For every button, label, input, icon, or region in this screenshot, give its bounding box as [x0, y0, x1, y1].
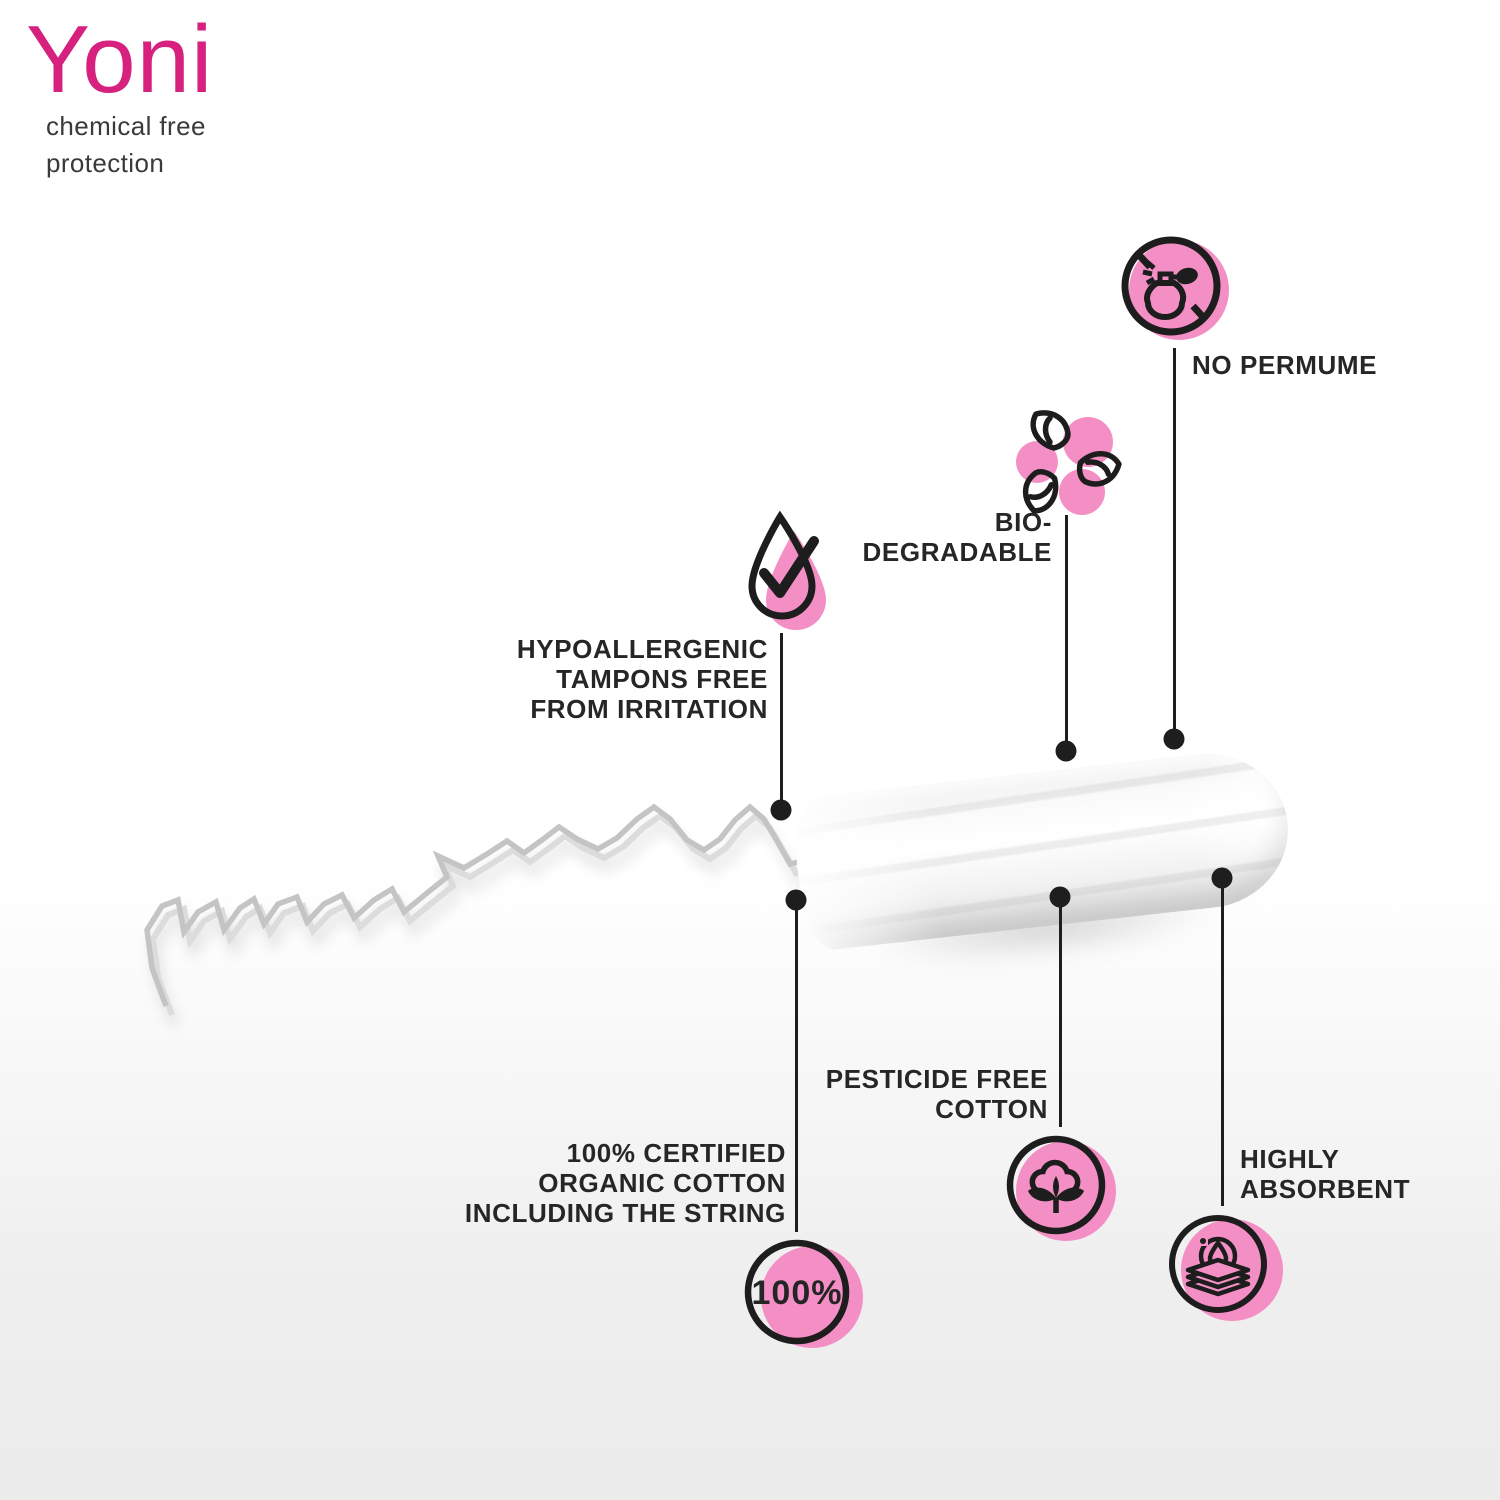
cotton-flower-icon	[1006, 1135, 1116, 1241]
label-pesticide-free: PESTICIDE FREE COTTON	[826, 1064, 1048, 1124]
brand-tagline: chemical free protection	[46, 108, 206, 182]
label-organic-cotton-line-3: INCLUDING THE STRING	[464, 1198, 786, 1228]
callout-dot-highly-absorbent	[1211, 867, 1233, 889]
label-highly-absorbent-line-2: ABSORBENT	[1240, 1174, 1411, 1204]
callout-dot-pesticide-free	[1049, 886, 1071, 908]
callout-dot-biodegradable	[1055, 740, 1077, 762]
callout-line-biodegradable	[1065, 515, 1068, 751]
label-hypoallergenic-line-2: TAMPONS FREE	[556, 664, 768, 694]
label-hypoallergenic-line-1: HYPOALLERGENIC	[516, 634, 768, 664]
label-no-perfume: NO PERMUME	[1192, 350, 1378, 380]
absorbent-drop-layers-icon	[1169, 1215, 1283, 1321]
biodegradable-leaves-icon	[1016, 410, 1122, 515]
string-strand	[144, 803, 807, 1007]
label-pesticide-free-line-2: COTTON	[935, 1094, 1048, 1124]
label-pesticide-free-line-1: PESTICIDE FREE	[825, 1064, 1048, 1094]
callout-dot-hypoallergenic	[770, 799, 792, 821]
label-organic-cotton: 100% CERTIFIED ORGANIC COTTON INCLUDING …	[465, 1138, 786, 1228]
label-biodegradable: BIO- DEGRADABLE	[863, 507, 1052, 567]
hundred-percent-badge	[744, 1239, 863, 1348]
callout-line-no-perfume	[1173, 348, 1176, 739]
label-organic-cotton-line-1: 100% CERTIFIED	[566, 1138, 786, 1168]
callout-line-organic-cotton	[795, 903, 798, 1232]
label-organic-cotton-line-2: ORGANIC COTTON	[538, 1168, 786, 1198]
callout-dot-organic-cotton	[785, 889, 807, 911]
label-highly-absorbent-line-1: HIGHLY	[1240, 1144, 1340, 1174]
tagline-line-2: protection	[46, 148, 165, 178]
hundred-percent-label: 100%	[751, 1274, 843, 1312]
string-strand-shadow	[149, 812, 813, 1017]
label-highly-absorbent: HIGHLY ABSORBENT	[1240, 1144, 1410, 1204]
callout-dot-no-perfume	[1163, 728, 1185, 750]
label-hypoallergenic-line-3: FROM IRRITATION	[530, 694, 768, 724]
tagline-line-1: chemical free	[46, 111, 206, 141]
callout-line-hypoallergenic	[780, 633, 783, 810]
label-biodegradable-line-2: DEGRADABLE	[862, 537, 1052, 567]
label-biodegradable-line-1: BIO-	[994, 507, 1052, 537]
hypoallergenic-drop-check-icon	[748, 510, 826, 630]
label-hypoallergenic: HYPOALLERGENIC TAMPONS FREE FROM IRRITAT…	[517, 634, 768, 724]
callout-line-pesticide-free	[1059, 900, 1062, 1127]
brand-logo: Yoni	[26, 6, 214, 113]
perfume-spray-icon	[1121, 236, 1229, 340]
callout-line-highly-absorbent	[1221, 881, 1224, 1206]
